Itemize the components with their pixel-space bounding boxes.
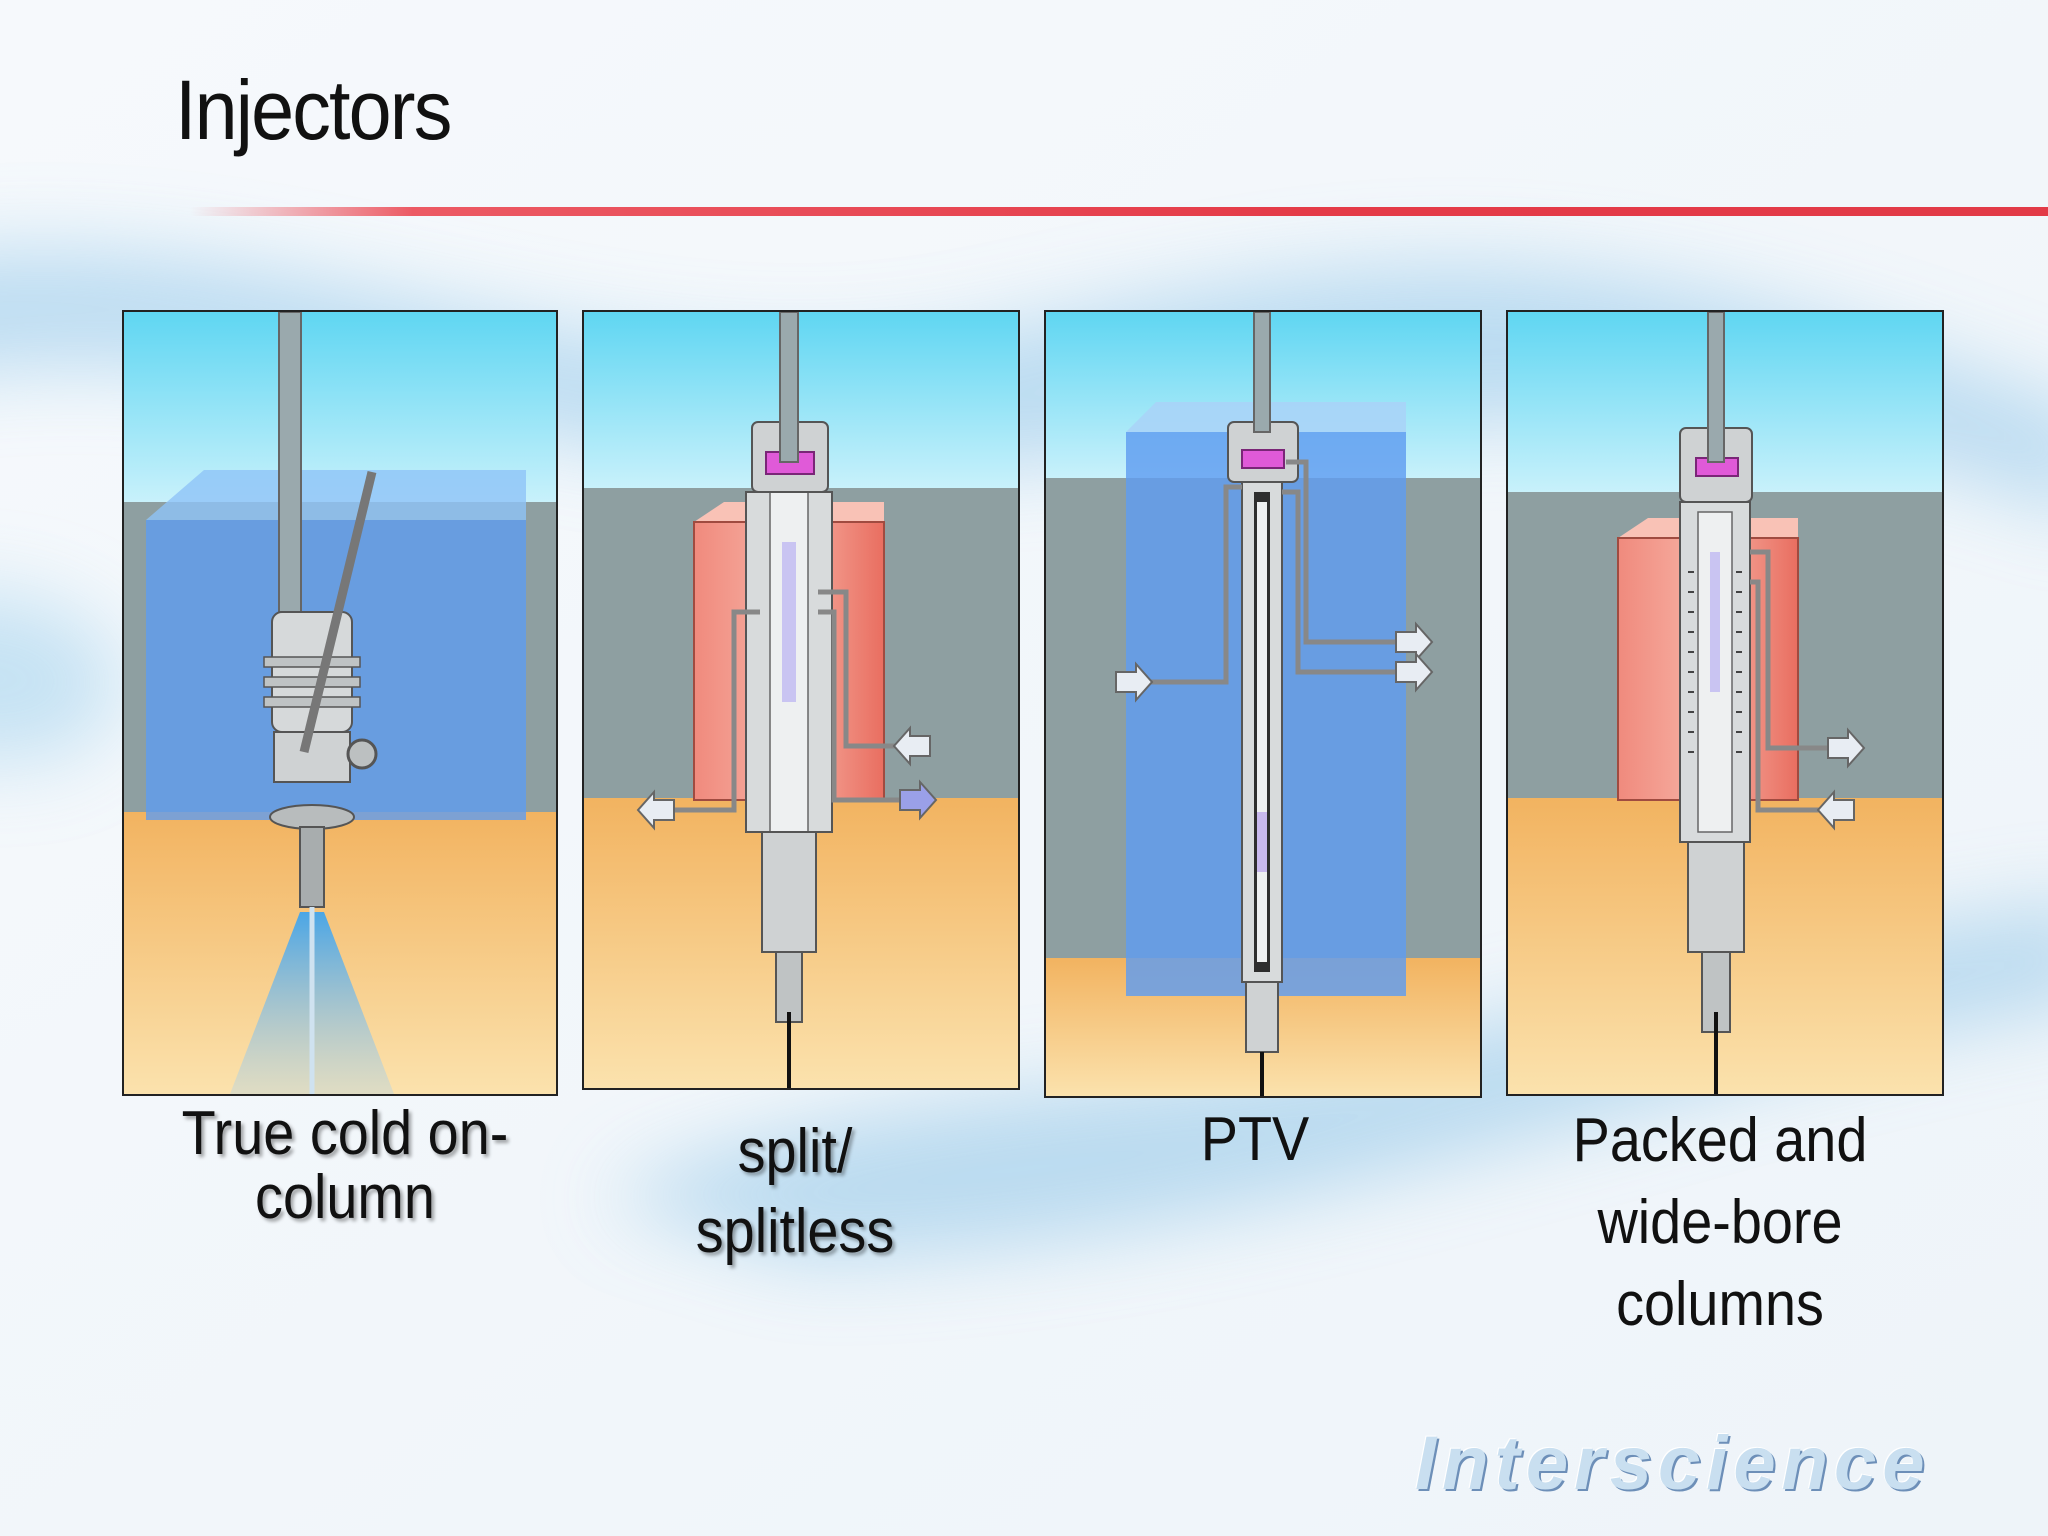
panel-packed-wide-bore [1506, 310, 1944, 1096]
ptv-illustration [1046, 312, 1480, 1096]
caption-line: split/ [737, 1117, 853, 1186]
panel-cold-on-column [122, 310, 558, 1096]
caption-line: splitless [695, 1197, 895, 1266]
caption-line: column [255, 1163, 435, 1232]
cold-on-column-illustration [124, 312, 556, 1094]
caption-line: wide-bore [1597, 1188, 1843, 1257]
caption-packed-wide-bore: Packed and wide-bore columns [1522, 1100, 1918, 1346]
caption-line: Packed and [1572, 1106, 1868, 1175]
packed-wide-bore-illustration [1508, 312, 1942, 1094]
caption-cold-on-column: True cold on- column [152, 1102, 539, 1230]
caption-split-splitless: split/ splitless [602, 1112, 989, 1272]
panel-split-splitless [582, 310, 1020, 1090]
caption-ptv: PTV [1062, 1108, 1449, 1172]
caption-line: PTV [1200, 1105, 1310, 1174]
split-splitless-illustration [584, 312, 1018, 1088]
slide-title: Injectors [175, 63, 452, 157]
interscience-logo: Interscience [1415, 1421, 1931, 1506]
title-divider [190, 207, 2048, 216]
panel-ptv [1044, 310, 1482, 1098]
caption-line: columns [1616, 1270, 1824, 1339]
caption-line: True cold on- [181, 1099, 509, 1168]
